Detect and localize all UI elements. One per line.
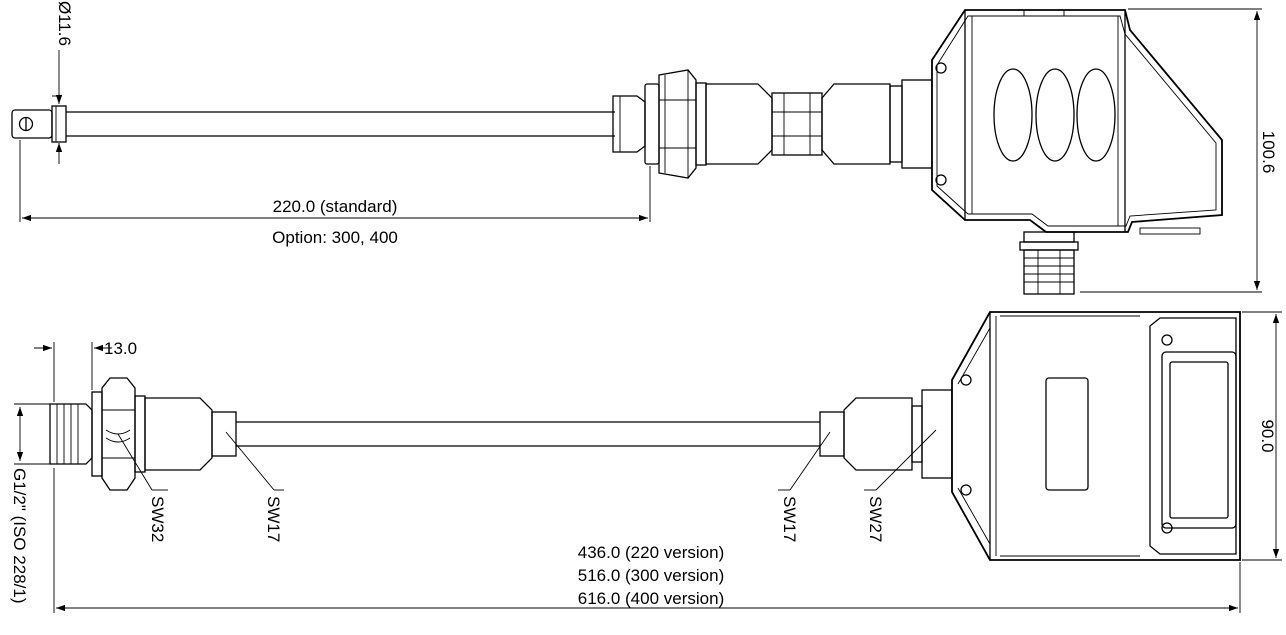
callout-sw17-left: SW17 [225,431,284,542]
label-plate [1045,377,1089,491]
dim-diameter: Ø11.6 [52,1,74,164]
probe-tip [11,105,67,143]
dim-length-label: 220.0 (standard) [273,197,398,216]
housing-front [951,311,1241,561]
probe-tube [66,111,615,137]
total-length-220: 436.0 (220 version) [578,543,724,562]
fitting-assembly-top [612,69,933,179]
sw32-label: SW32 [148,496,167,542]
fitting-body [144,397,213,471]
dim-width-label: 90.0 [1258,419,1277,452]
dim-height: 100.6 [1080,8,1278,293]
thread-connection [49,391,103,477]
dim-total-length: 436.0 (220 version) 516.0 (300 version) … [53,468,1241,613]
dim-height-label: 100.6 [1259,131,1278,174]
callout-sw32: SW32 [117,433,168,542]
callout-sw17-right: SW17 [778,431,831,542]
fitting-body-right [843,397,913,471]
sw17-left-label: SW17 [264,496,283,542]
dim-width: 90.0 [1242,311,1282,561]
display-window [1169,361,1229,519]
dim-length-option-label: Option: 300, 400 [272,228,398,247]
probe-tube-bottom [236,421,820,447]
nut-sw17-left [211,411,237,457]
cable-connector [1019,231,1079,295]
sw27-label: SW27 [866,496,885,542]
thread-label: G1/2" (ISO 228/1) [10,468,29,604]
fitting-washer-right [911,405,923,463]
sw17-right-label: SW17 [780,496,799,542]
dim-offset-label: 13.0 [104,339,137,358]
top-view: Ø11.6 220.0 (standard) Option: 300, 400 … [11,1,1278,295]
callout-sw27: SW27 [864,429,937,542]
dim-diameter-label: Ø11.6 [55,1,74,46]
nut-sw27 [921,389,953,479]
dim-thread: G1/2" (ISO 228/1) [10,403,50,604]
fitting-washer [134,395,146,473]
total-length-400: 616.0 (400 version) [578,589,724,608]
housing-side [931,9,1223,235]
dim-offset: 13.0 [34,339,137,402]
dim-standard-length: 220.0 (standard) Option: 300, 400 [19,140,651,247]
bottom-view: 13.0 G1/2" (ISO 228/1) SW32 SW17 SW17 [10,311,1282,613]
nut-sw17-right [819,411,845,457]
total-length-300: 516.0 (300 version) [578,566,724,585]
